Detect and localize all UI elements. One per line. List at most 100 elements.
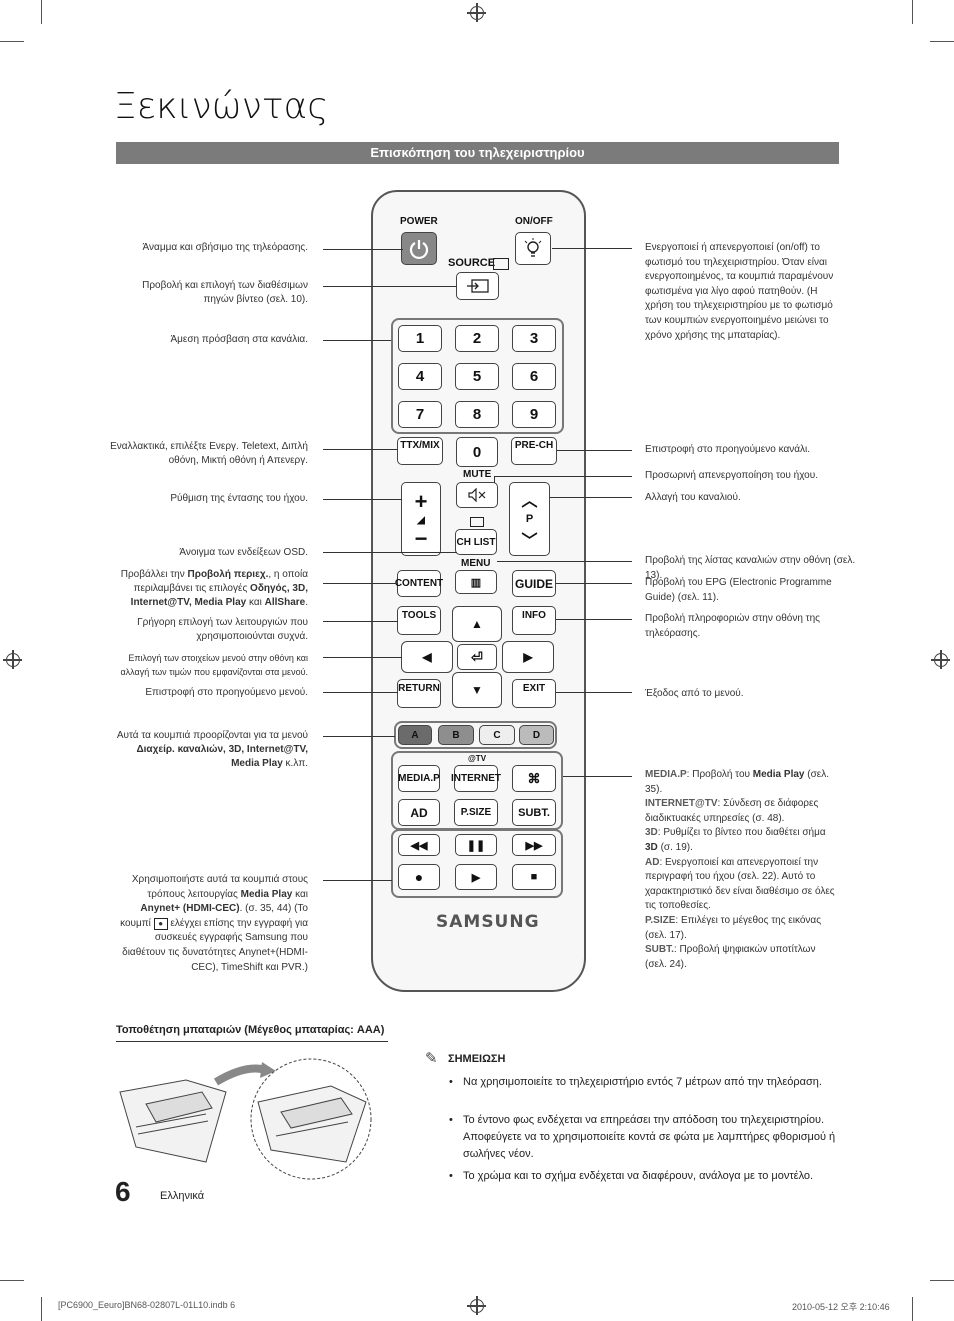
volume-icon: ◢	[417, 515, 425, 526]
volume-down-icon: −	[414, 526, 428, 551]
leader-line	[323, 657, 402, 658]
leader-line	[556, 692, 632, 693]
label-chlist: Προβολή της λίστας καναλιών στην οθόνη (…	[645, 555, 856, 581]
ad-button[interactable]: AD	[398, 799, 440, 826]
leader-line	[550, 497, 632, 498]
color-c-button[interactable]: C	[479, 725, 515, 745]
input-icon	[466, 279, 489, 293]
power-label: POWER	[400, 216, 438, 227]
record-button[interactable]: ●	[398, 864, 440, 890]
nav-down-button[interactable]: ▼	[452, 672, 502, 708]
leader-line	[556, 583, 632, 584]
3d-button[interactable]: ⌘	[512, 765, 556, 792]
power-icon	[409, 239, 429, 259]
label-exit: Έξοδος από το μενού.	[645, 688, 744, 699]
info-button[interactable]: INFO	[512, 606, 556, 635]
p-size-button[interactable]: P.SIZE	[454, 799, 498, 826]
pencil-icon: ✎	[425, 1050, 438, 1067]
onoff-label: ON/OFF	[515, 216, 553, 227]
digit-1-button[interactable]: 1	[398, 325, 442, 352]
record-icon: ●	[414, 869, 424, 885]
source-icon	[493, 258, 509, 270]
digit-9-button[interactable]: 9	[512, 401, 556, 428]
power-button[interactable]	[401, 232, 437, 265]
fast-forward-icon: ▶▶	[525, 839, 543, 852]
enter-button[interactable]: ⏎	[457, 644, 497, 670]
label-return: Επιστροφή στο προηγούμενο μενού.	[145, 687, 308, 698]
menu-button[interactable]: ▥	[455, 570, 497, 594]
mute-button[interactable]	[456, 482, 498, 508]
ttx-mix-button[interactable]: TTX/MIX	[397, 437, 443, 465]
color-d-button[interactable]: D	[519, 725, 554, 745]
stop-button[interactable]: ■	[512, 864, 556, 890]
internet-button[interactable]: INTERNET	[451, 765, 501, 792]
label-onoff: Ενεργοποιεί ή απενεργοποιεί (on/off) το …	[645, 242, 834, 341]
label-info: Προβολή πληροφοριών στην οθόνη της τηλεό…	[645, 613, 821, 639]
registration-mark-icon	[467, 1296, 486, 1315]
arrow-left-icon: ◀	[422, 650, 432, 664]
digit-3-button[interactable]: 3	[512, 325, 556, 352]
channel-p-label: P	[525, 513, 534, 525]
note-item: •Το έντονο φως ενδέχεται να επηρεάσει τη…	[449, 1114, 836, 1160]
pre-ch-button[interactable]: PRE-CH	[511, 437, 557, 465]
play-button[interactable]: ▶	[455, 864, 497, 890]
exit-button[interactable]: EXIT	[512, 679, 556, 708]
label-channel: Αλλαγή του καναλιού.	[645, 492, 741, 503]
leader-line	[323, 340, 391, 341]
subt-button[interactable]: SUBT.	[512, 799, 556, 826]
tools-button[interactable]: TOOLS	[397, 606, 441, 635]
footer-file: [PC6900_Eeuro]BN68-02807L-01L10.indb 6	[58, 1300, 236, 1310]
digit-4-button[interactable]: 4	[398, 363, 442, 390]
light-bulb-icon	[524, 237, 542, 257]
ch-list-button[interactable]: CH LIST	[455, 529, 497, 555]
guide-button[interactable]: GUIDE	[512, 570, 556, 597]
digit-5-button[interactable]: 5	[455, 363, 499, 390]
fast-forward-button[interactable]: ▶▶	[512, 834, 556, 856]
volume-rocker[interactable]: + ◢ −	[401, 482, 441, 556]
label-content: Προβάλλει την Προβολή περιεχ., η οποία π…	[120, 569, 308, 608]
channel-rocker[interactable]: ︿ P ﹀	[509, 482, 550, 556]
leader-line	[323, 621, 398, 622]
light-onoff-button[interactable]	[515, 232, 551, 265]
digit-6-button[interactable]: 6	[512, 363, 556, 390]
channel-down-icon: ﹀	[521, 533, 538, 550]
3d-glasses-icon: ⌘	[527, 770, 541, 786]
source-button[interactable]	[456, 272, 499, 300]
stop-icon: ■	[530, 871, 538, 883]
page-number: 6	[115, 1176, 131, 1207]
color-b-button[interactable]: B	[438, 725, 474, 745]
label-volume: Ρύθμιση της έντασης του ήχου.	[170, 493, 308, 504]
return-button[interactable]: RETURN	[397, 679, 441, 708]
nav-left-button[interactable]: ◀	[401, 641, 453, 673]
mute-icon	[468, 488, 486, 502]
leader-line	[556, 619, 632, 620]
rewind-icon: ◀◀	[410, 839, 428, 852]
leader-line	[563, 776, 632, 777]
digit-7-button[interactable]: 7	[398, 401, 442, 428]
registration-mark-icon	[931, 650, 950, 669]
rewind-button[interactable]: ◀◀	[398, 834, 440, 856]
pause-button[interactable]: ❚❚	[455, 834, 497, 856]
registration-mark-icon	[3, 650, 22, 669]
note-item: •Το χρώμα και το σχήμα ενδέχεται να διαφ…	[449, 1170, 814, 1182]
media-p-button[interactable]: MEDIA.P	[398, 765, 440, 792]
crop-mark	[41, 0, 42, 24]
digit-0-button[interactable]: 0	[456, 437, 498, 467]
color-a-button[interactable]: A	[398, 725, 432, 745]
label-power: Άναμμα και σβήσιμο της τηλεόρασης.	[142, 242, 308, 253]
content-button[interactable]: CONTENT	[395, 570, 443, 597]
arrow-right-icon: ▶	[523, 650, 533, 664]
nav-right-button[interactable]: ▶	[502, 641, 554, 673]
leader-line	[323, 499, 402, 500]
digit-2-button[interactable]: 2	[455, 325, 499, 352]
battery-illustration	[119, 1058, 372, 1180]
heading-underline	[116, 1041, 388, 1042]
digit-8-button[interactable]: 8	[455, 401, 499, 428]
source-label: SOURCE	[448, 257, 496, 269]
pause-icon: ❚❚	[466, 839, 486, 852]
label-menu: Άνοιγμα των ενδείξεων OSD.	[179, 547, 308, 558]
play-icon: ▶	[471, 871, 481, 884]
label-source: Προβολή και επιλογή των διαθέσιμων πηγών…	[142, 280, 308, 305]
nav-up-button[interactable]: ▲	[452, 606, 502, 642]
crop-mark	[41, 1297, 42, 1321]
